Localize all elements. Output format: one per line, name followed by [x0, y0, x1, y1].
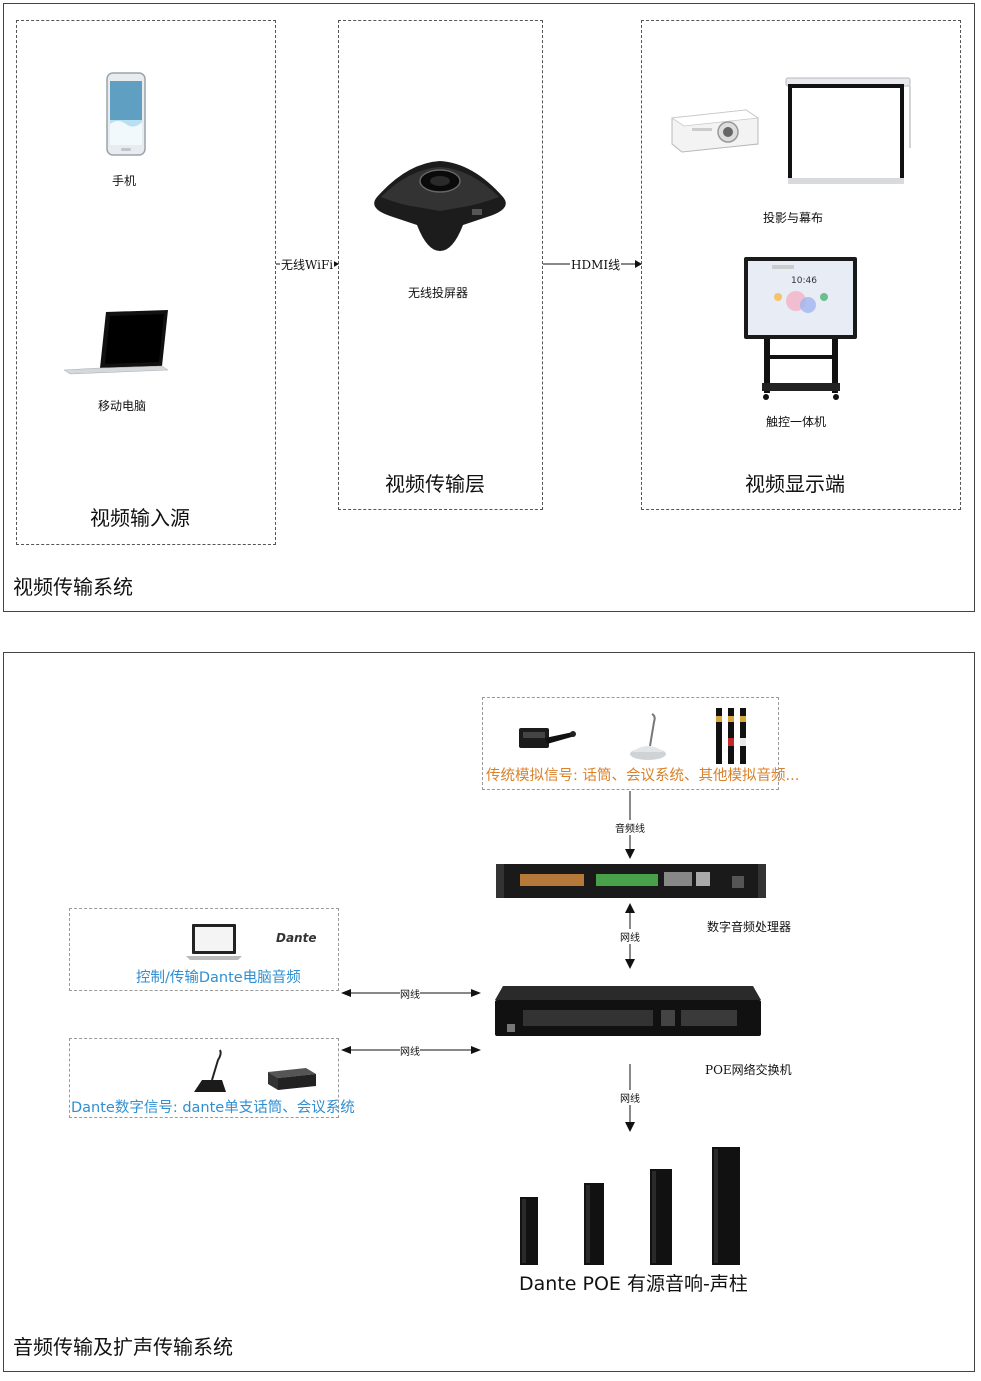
laptop-label: 移动电脑 — [98, 399, 147, 413]
video-input-group — [16, 20, 276, 545]
dante-logo: Dante — [276, 931, 317, 945]
display-group-title: 视频显示端 — [745, 472, 845, 496]
processor-label: 数字音频处理器 — [707, 920, 792, 934]
column-speakers-icon — [520, 1147, 740, 1265]
projector-icon — [670, 109, 760, 153]
dante-digital-group — [69, 1038, 339, 1118]
transmission-group-title: 视频传输层 — [385, 472, 485, 496]
input-group-title: 视频输入源 — [90, 506, 190, 530]
analog-sources-group — [482, 697, 779, 790]
processor-switch-label: 网线 — [620, 929, 640, 944]
poe-switch-icon — [495, 986, 761, 1036]
phone-label: 手机 — [112, 174, 137, 188]
hdmi-label: HDMI线 — [570, 256, 622, 273]
pc-switch-label: 网线 — [400, 986, 420, 1001]
projection-screen-label: 投影与幕布 — [763, 211, 824, 225]
touch-panel-clock: 10:46 — [791, 276, 817, 286]
speakers-label: Dante POE 有源音响-声柱 — [519, 1273, 748, 1295]
audio-cable-icon — [716, 708, 746, 764]
audio-cable-label: 音频线 — [615, 820, 645, 835]
laptop-icon — [63, 310, 169, 375]
projection-screen-icon — [785, 77, 911, 184]
switch-label: POE网络交换机 — [705, 1063, 792, 1077]
dante-laptop-icon — [186, 924, 242, 960]
dante-switch-label: 网线 — [400, 1043, 420, 1058]
video-system-title: 视频传输系统 — [13, 575, 133, 599]
analog-sources-caption: 传统模拟信号: 话筒、会议系统、其他模拟音频... — [486, 768, 800, 784]
dante-digital-caption: Dante数字信号: dante单支话筒、会议系统 — [71, 1100, 355, 1116]
switch-speakers-label: 网线 — [620, 1090, 640, 1105]
wireless-microphone-icon — [519, 728, 576, 748]
touch-panel-icon — [744, 257, 857, 400]
video-transmission-group — [338, 20, 543, 510]
video-display-group — [641, 20, 961, 510]
wifi-label: 无线WiFi — [280, 256, 335, 273]
projector-device-label: 无线投屏器 — [408, 286, 469, 300]
conference-microphone-icon — [630, 713, 666, 760]
audio-system-title: 音频传输及扩声传输系统 — [13, 1335, 233, 1359]
touch-panel-label: 触控一体机 — [766, 415, 827, 429]
dante-pc-group — [69, 908, 339, 991]
phone-icon — [106, 72, 146, 156]
audio-processor-icon — [496, 864, 766, 898]
dante-pc-caption: 控制/传输Dante电脑音频 — [136, 970, 301, 986]
dante-microphone-icon — [194, 1049, 226, 1092]
audio-system-panel — [3, 652, 975, 1372]
dante-box-icon — [268, 1068, 316, 1090]
wireless-projector-icon — [374, 161, 506, 251]
